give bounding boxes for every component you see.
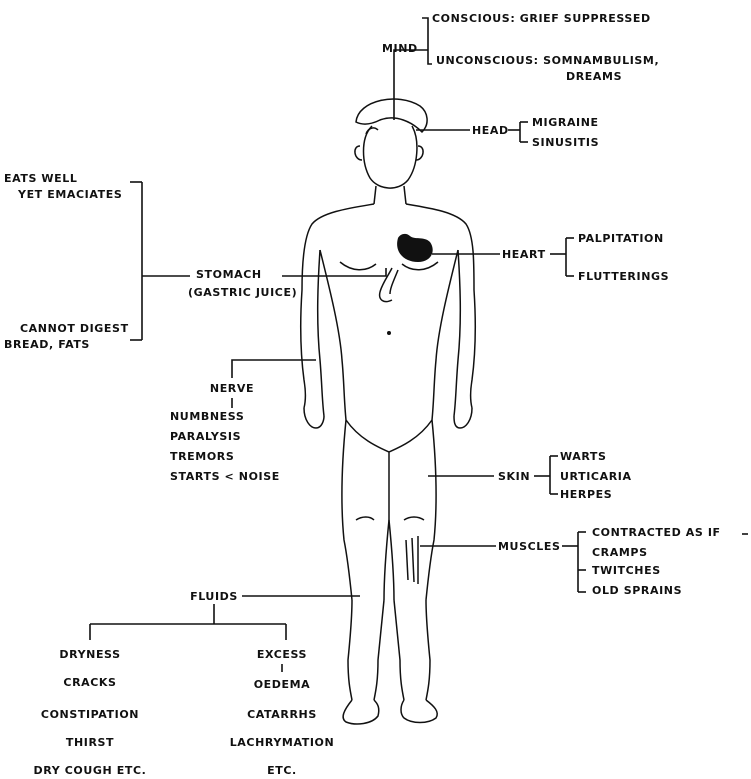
fluids-dryness-cracks: CRACKS (63, 676, 116, 689)
head-item-sinusitis: SINUSITIS (532, 136, 599, 149)
muscles-item-cramps: CRAMPS (592, 546, 648, 559)
skin-label: SKIN (498, 470, 530, 483)
skin-item-warts: WARTS (560, 450, 607, 463)
muscles-item-twitches: TWITCHES (592, 564, 661, 577)
human-figure (301, 99, 476, 724)
fluids-dryness-constipation: CONSTIPATION (41, 708, 139, 721)
stomach-bread-fats: BREAD, FATS (4, 338, 90, 351)
skin-item-urticaria: URTICARIA (560, 470, 632, 483)
mind-unconscious: UNCONSCIOUS: SOMNAMBULISM, (436, 54, 659, 67)
nerve-item-tremors: TREMORS (170, 450, 234, 463)
stomach-sub: (GASTRIC JUICE) (188, 286, 297, 299)
stomach-eats-well: EATS WELL (4, 172, 78, 185)
nerve-item-paralysis: PARALYSIS (170, 430, 241, 443)
nerve-item-numbness: NUMBNESS (170, 410, 244, 423)
fluids-excess-oedema: OEDEMA (254, 678, 311, 691)
muscles-label: MUSCLES (498, 540, 561, 553)
skin-item-herpes: HERPES (560, 488, 612, 501)
fluids-dryness-thirst: THIRST (66, 736, 114, 749)
fluids-excess-title: EXCESS (257, 648, 307, 661)
fluids-dryness-title: DRYNESS (59, 648, 120, 661)
stomach-label: STOMACH (196, 268, 262, 281)
fluids-excess-etc: ETC. (267, 764, 297, 777)
mind-unconscious-2: DREAMS (566, 70, 622, 83)
mind-label: MIND (382, 42, 418, 55)
mind-conscious: CONSCIOUS: GRIEF SUPPRESSED (432, 12, 651, 25)
head-item-migraine: MIGRAINE (532, 116, 599, 129)
head-label: HEAD (472, 124, 509, 137)
stomach-cannot-digest: CANNOT DIGEST (20, 322, 129, 335)
heart-item-flutterings: FLUTTERINGS (578, 270, 669, 283)
fluids-excess-lachrymation: LACHRYMATION (230, 736, 335, 749)
nerve-label: NERVE (210, 382, 254, 395)
heart-item-palpitation: PALPITATION (578, 232, 664, 245)
stomach-yet-emaciates: YET EMACIATES (18, 188, 122, 201)
muscles-item-contracted: CONTRACTED AS IF (592, 526, 721, 539)
fluids-excess-catarrhs: CATARRHS (247, 708, 317, 721)
heart-label: HEART (502, 248, 546, 261)
fluids-dryness-dry-cough: DRY COUGH ETC. (34, 764, 147, 777)
muscles-item-old-sprains: OLD SPRAINS (592, 584, 682, 597)
fluids-label: FLUIDS (190, 590, 238, 603)
nerve-item-starts-noise: STARTS < NOISE (170, 470, 280, 483)
